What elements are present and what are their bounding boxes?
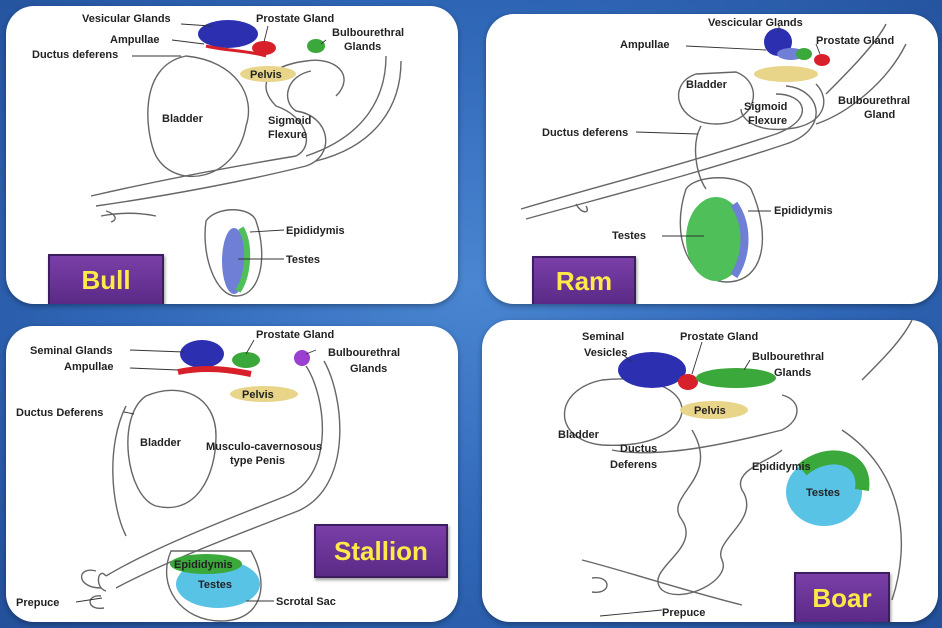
stallion-ampullae <box>177 365 252 377</box>
stallion-bulbourethral-label-2: Glands <box>350 363 387 375</box>
bull-epididymis-label: Epididymis <box>286 225 345 237</box>
bull-ampullae-label: Ampullae <box>110 34 160 46</box>
boar-testes-label: Testes <box>806 487 840 499</box>
bull-epididymis <box>235 226 251 293</box>
boar-bulbourethral <box>696 368 776 388</box>
boar-epididymis-label: Epididymis <box>752 461 811 473</box>
stallion-ductus-label: Ductus Deferens <box>16 407 103 419</box>
boar-pelvis <box>680 401 748 419</box>
stallion-seminal-glands <box>180 340 224 368</box>
stallion-prepuce-label: Prepuce <box>16 597 59 609</box>
ram-ductus-label: Ductus deferens <box>542 127 628 139</box>
boar-bulbourethral-label-2: Glands <box>774 367 811 379</box>
stallion-testes-label: Testes <box>198 579 232 591</box>
stallion-badge: Stallion <box>314 524 448 578</box>
boar-ductus-label-1: Ductus <box>620 443 657 455</box>
ram-bladder-label: Bladder <box>686 79 728 91</box>
panel-boar: Seminal Vesicles Prostate Gland Bulboure… <box>482 320 938 622</box>
ram-prostate-label: Prostate Gland <box>816 35 894 47</box>
stallion-musculo-label-2: type Penis <box>230 455 285 467</box>
stallion-epididymis <box>170 554 242 574</box>
stallion-pelvis-label: Pelvis <box>242 389 274 401</box>
bull-sigmoid-label-2: Flexure <box>268 129 307 141</box>
ram-badge: Ram <box>532 256 636 304</box>
boar-pelvis-label: Pelvis <box>694 405 726 417</box>
stallion-scrotal-label: Scrotal Sac <box>276 596 336 608</box>
bull-prostate-label: Prostate Gland <box>256 13 334 25</box>
bull-badge: Bull <box>48 254 164 304</box>
boar-seminal-label-2: Vesicles <box>584 347 627 359</box>
ram-epididymis <box>730 201 749 279</box>
panel-stallion: Prostate Gland Seminal Glands Bulboureth… <box>6 326 458 622</box>
stallion-bulbourethral-label-1: Bulbourethral <box>328 347 400 359</box>
stallion-diagram: Prostate Gland Seminal Glands Bulboureth… <box>16 329 400 622</box>
stallion-seminal-label: Seminal Glands <box>30 345 113 357</box>
bull-bulbourethral-label-1: Bulbourethral <box>332 27 404 39</box>
ram-sigmoid-label-1: Sigmoid <box>744 101 787 113</box>
stallion-musculo-label-1: Musculo-cavernosous <box>206 441 322 453</box>
boar-epididymis <box>797 450 870 491</box>
boar-seminal-label-1: Seminal <box>582 331 624 343</box>
ram-epididymis-label: Epididymis <box>774 205 833 217</box>
bull-bladder-label: Bladder <box>162 113 204 125</box>
ram-testes <box>686 197 746 281</box>
panel-bull: Vesicular Glands Prostate Gland Ampullae… <box>6 6 458 304</box>
ram-pelvis <box>754 66 818 82</box>
bull-testes-label: Testes <box>286 254 320 266</box>
ram-bulbourethral-label-2: Gland <box>864 109 895 121</box>
stallion-prostate <box>232 352 260 368</box>
boar-diagram: Seminal Vesicles Prostate Gland Bulboure… <box>558 320 913 619</box>
boar-seminal-vesicles <box>618 352 686 388</box>
boar-prostate-label: Prostate Gland <box>680 331 758 343</box>
bull-sigmoid-label-1: Sigmoid <box>268 115 311 127</box>
boar-badge: Boar <box>794 572 890 622</box>
stallion-epididymis-label: Epididymis <box>174 559 233 571</box>
boar-bulbourethral-label-1: Bulbourethral <box>752 351 824 363</box>
ram-ampullae-label: Ampullae <box>620 39 670 51</box>
bull-bulbourethral-label-2: Glands <box>344 41 381 53</box>
bull-bulbourethral-gland <box>307 39 325 53</box>
bull-ductus-label: Ductus deferens <box>32 49 118 61</box>
stallion-bulbourethral <box>294 350 310 366</box>
boar-prostate <box>678 374 698 390</box>
ram-testes-label: Testes <box>612 230 646 242</box>
stallion-ampullae-label: Ampullae <box>64 361 114 373</box>
bull-pelvis <box>240 66 296 82</box>
boar-ductus-label-2: Deferens <box>610 459 657 471</box>
boar-testes <box>786 458 862 526</box>
bull-testes <box>222 228 246 294</box>
ram-sigmoid-label-2: Flexure <box>748 115 787 127</box>
boar-prepuce-label: Prepuce <box>662 607 705 619</box>
ram-prostate <box>814 54 830 66</box>
stallion-pelvis <box>230 386 298 402</box>
bull-pelvis-label: Pelvis <box>250 69 282 81</box>
ram-bulbourethral-label-1: Bulbourethral <box>838 95 910 107</box>
bull-vesicular-glands-label: Vesicular Glands <box>82 13 171 25</box>
panel-ram: Vescicular Glands Ampullae Prostate Glan… <box>486 14 938 304</box>
stallion-bladder-label: Bladder <box>140 437 182 449</box>
ram-diagram: Vescicular Glands Ampullae Prostate Glan… <box>520 17 910 283</box>
boar-bladder-label: Bladder <box>558 429 600 441</box>
stallion-prostate-label: Prostate Gland <box>256 329 334 341</box>
ram-bulbourethral <box>796 48 812 60</box>
bull-prostate-gland <box>252 41 276 55</box>
bull-diagram: Vesicular Glands Prostate Gland Ampullae… <box>32 13 404 297</box>
bull-vesicular-glands <box>198 20 258 48</box>
ram-vesicular-label: Vescicular Glands <box>708 17 803 29</box>
